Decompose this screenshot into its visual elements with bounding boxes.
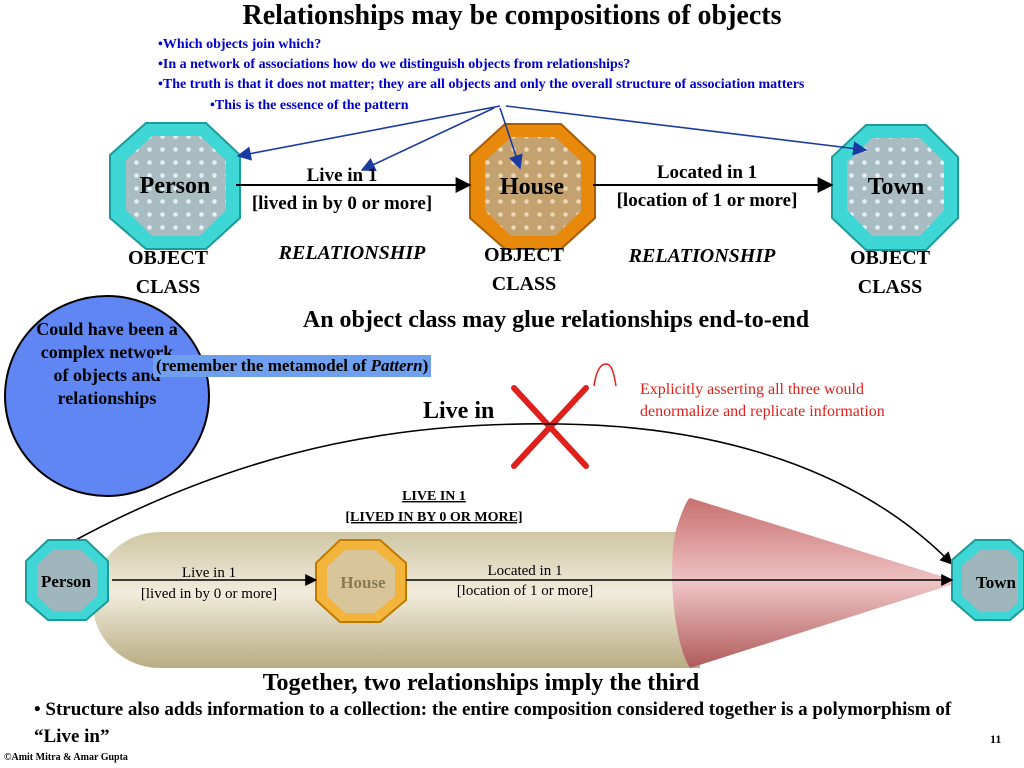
relationship-label-2: RELATIONSHIP — [628, 245, 776, 267]
svg-text:OBJECT: OBJECT — [484, 244, 565, 266]
relationship-label-1: RELATIONSHIP — [278, 242, 426, 264]
complex-network-text: Could have been a complex network of obj… — [36, 319, 178, 408]
caption-glue: An object class may glue relationships e… — [303, 307, 810, 333]
essence-pointer-arrows — [236, 105, 868, 172]
live-in-arc — [71, 423, 953, 565]
implied-relationship-cone — [672, 498, 960, 668]
live-in-1-label: LIVE IN 1 — [402, 489, 466, 504]
red-squiggle — [593, 363, 617, 387]
bullet-1: •Which objects join which? — [158, 37, 322, 52]
slide-title: Relationships may be compositions of obj… — [242, 0, 782, 31]
remember-metamodel: (remember the metamodel of Pattern) — [153, 355, 432, 377]
town-octagon-small — [951, 539, 1024, 621]
svg-text:CLASS: CLASS — [136, 276, 200, 298]
person-octagon — [109, 122, 241, 250]
bottom-bullet: • Structure also adds information to a c… — [34, 699, 952, 747]
person-octagon-small — [25, 539, 109, 621]
house-label-small: House — [340, 573, 386, 592]
lived-in-by-label: [LIVED IN BY 0 OR MORE] — [345, 510, 522, 525]
house-octagon-small — [315, 539, 407, 623]
red-note: Explicitly asserting all three would den… — [640, 381, 885, 420]
house-label: House — [500, 174, 564, 200]
object-class-labels: OBJECT CLASS OBJECT CLASS OBJECT CLASS — [128, 244, 931, 298]
caption-imply: Together, two relationships imply the th… — [263, 670, 700, 696]
rel2-small-line2: [location of 1 or more] — [457, 583, 594, 599]
person-label-small: Person — [41, 572, 92, 591]
town-label: Town — [868, 174, 924, 200]
live-in-label: Live in — [423, 398, 495, 424]
rel1-line1: Live in 1 — [307, 165, 378, 186]
rel2-line1: Located in 1 — [657, 162, 757, 183]
town-label-small: Town — [976, 573, 1017, 592]
bullet-3: •The truth is that it does not matter; t… — [158, 77, 805, 92]
bullet-2: •In a network of associations how do we … — [158, 57, 631, 72]
svg-text:OBJECT: OBJECT — [128, 247, 209, 269]
rel1-small-line1: Live in 1 — [182, 565, 236, 581]
person-label: Person — [140, 173, 211, 199]
rel2-small-line1: Located in 1 — [488, 563, 563, 579]
bullet-4: •This is the essence of the pattern — [210, 98, 409, 113]
red-cross-icon — [511, 385, 589, 469]
rel1-line2: [lived in by 0 or more] — [252, 193, 432, 214]
svg-text:CLASS: CLASS — [492, 273, 556, 295]
rel1-small-line2: [lived in by 0 or more] — [141, 586, 277, 602]
page-number: 11 — [990, 732, 1002, 746]
svg-text:OBJECT: OBJECT — [850, 247, 931, 269]
house-octagon — [469, 123, 596, 250]
complex-network-circle — [4, 295, 210, 497]
rel2-line2: [location of 1 or more] — [617, 190, 798, 211]
copyright-footer: ©Amit Mitra & Amar Gupta — [4, 752, 128, 763]
svg-text:CLASS: CLASS — [858, 276, 922, 298]
